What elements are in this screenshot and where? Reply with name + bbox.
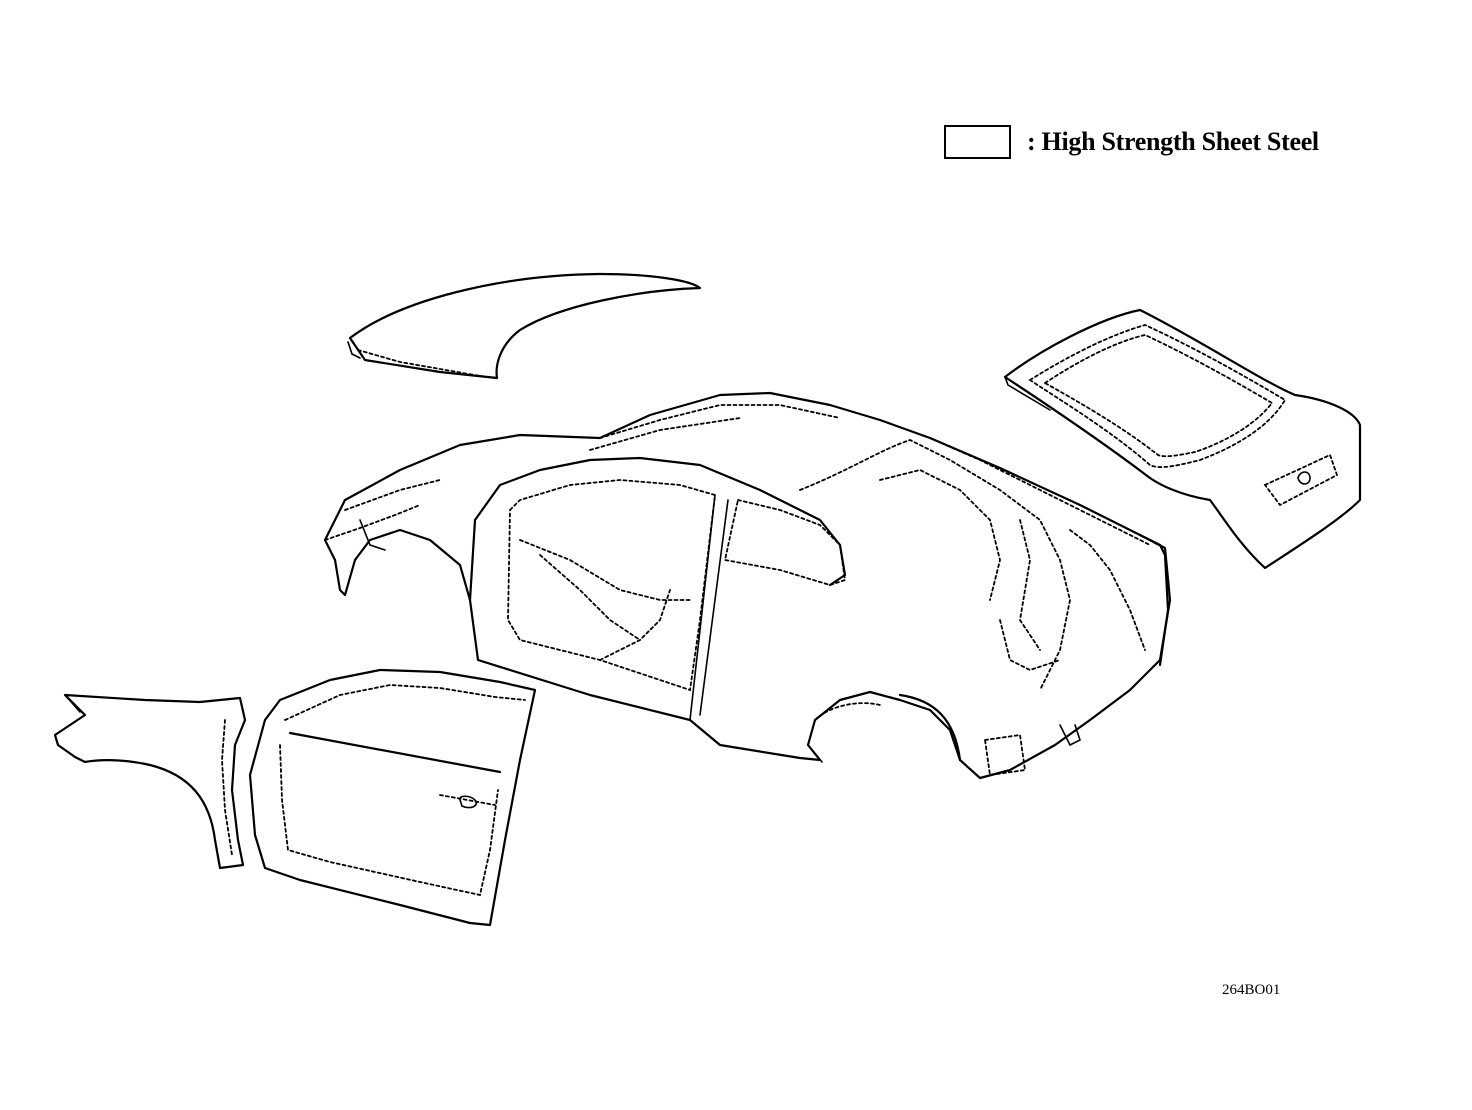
figure-code: 264BO01	[1222, 982, 1281, 998]
front-door-panel	[248, 668, 537, 927]
hood-panel	[347, 272, 702, 380]
legend: : High Strength Sheet Steel	[944, 125, 1319, 159]
body-shell	[323, 391, 1172, 780]
legend-label: : High Strength Sheet Steel	[1027, 127, 1319, 156]
front-fender-panel	[53, 693, 247, 870]
trunk-lid-panel	[1003, 308, 1362, 570]
legend-swatch	[944, 125, 1011, 159]
